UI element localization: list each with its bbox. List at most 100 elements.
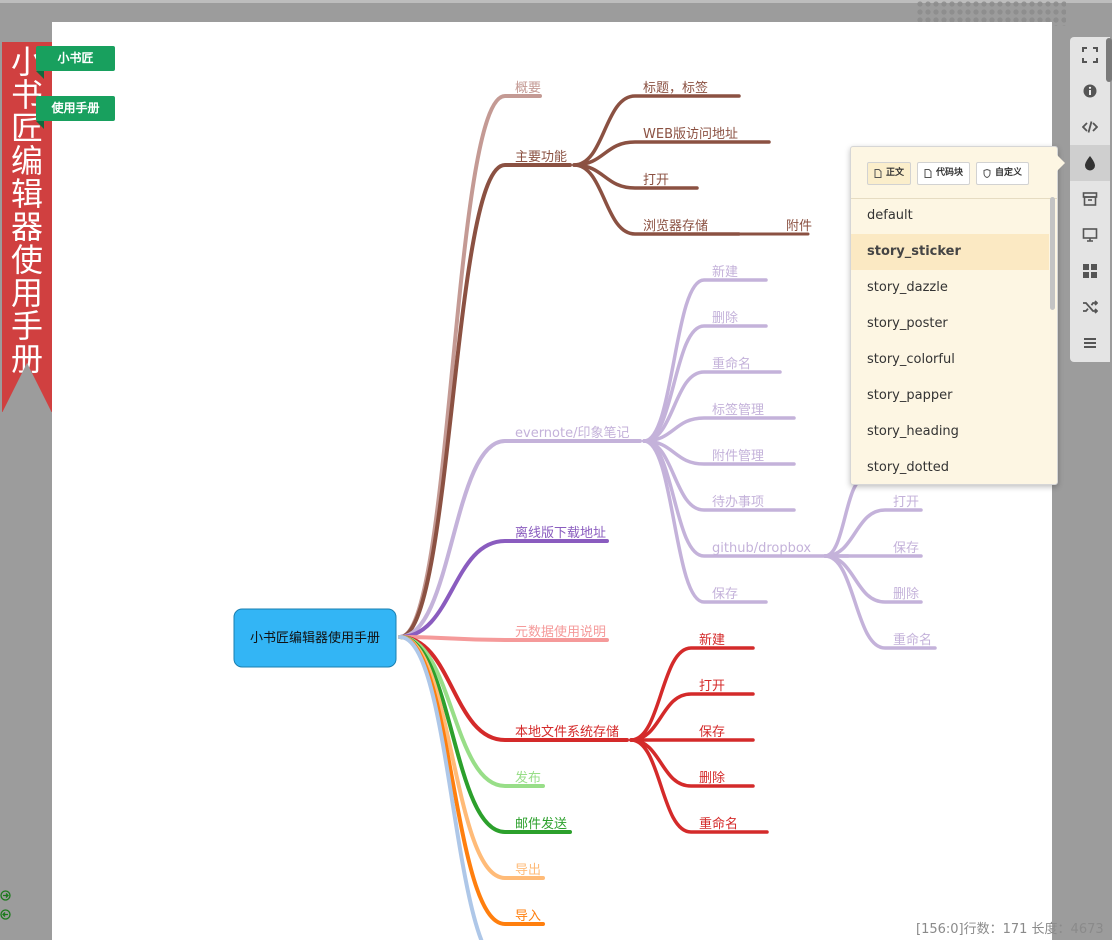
fullscreen-button[interactable] [1070,37,1110,73]
branch-label[interactable]: 离线版下载地址 [515,525,606,541]
grandchild-label[interactable]: 删除 [893,587,919,602]
menu-button[interactable] [1070,325,1110,361]
child-label[interactable]: 保存 [699,725,725,740]
tab-custom[interactable]: 自定义 [976,162,1030,185]
child-label[interactable]: 标签管理 [712,402,764,418]
child-label[interactable]: 打开 [643,173,669,188]
theme-item-selected[interactable]: story_sticker [851,234,1049,270]
branch-label[interactable]: 元数据使用说明 [515,624,606,640]
branch-label[interactable]: 本地文件系统存储 [515,725,619,740]
theme-drop-icon [1085,156,1095,171]
theme-item[interactable]: default [867,208,913,223]
panel-scrollbar[interactable] [1050,197,1055,310]
child-line [642,416,796,443]
shuffle-button[interactable] [1070,289,1110,325]
child-label[interactable]: 重命名 [712,356,751,372]
theme-item[interactable]: story_heading [867,424,959,439]
grandchild-label[interactable]: 附件 [786,219,812,234]
grandchild-label[interactable]: 打开 [893,495,919,510]
child-label[interactable]: 保存 [712,587,738,602]
branch-label[interactable]: 主要功能 [515,150,567,165]
root-label[interactable]: 小书匠编辑器使用手册 [250,630,380,646]
child-label[interactable]: WEB版访问地址 [643,127,738,142]
child-line [629,646,755,742]
panel-divider [851,198,1057,199]
theme-list: default story_sticker story_dazzle story… [851,198,1049,486]
right-toolbar [1070,37,1110,362]
child-line [572,94,741,167]
child-label[interactable]: 附件管理 [712,449,764,464]
theme-tabs: 正文 代码块 自定义 [867,162,1030,185]
branch-line [398,439,642,639]
tab-body-text[interactable]: 正文 [867,162,912,185]
theme-button[interactable] [1070,145,1110,181]
file-icon [874,169,882,178]
child-label[interactable]: github/dropbox [712,541,811,556]
shuffle-icon [1083,300,1098,314]
tag-manual[interactable]: 使用手册 [36,96,115,129]
root-node[interactable] [233,608,397,668]
info-icon [1083,84,1097,98]
monitor-button[interactable] [1070,217,1110,253]
child-label[interactable]: 重命名 [699,816,738,832]
info-button[interactable] [1070,73,1110,109]
child-line [642,324,768,443]
code-button[interactable] [1070,109,1110,145]
branch-line [398,94,542,639]
child-line [572,163,741,236]
child-label[interactable]: 标题，标签 [643,80,708,96]
dot-pattern [916,0,1066,26]
theme-item[interactable]: story_dazzle [867,280,948,295]
tab-code-block[interactable]: 代码块 [917,162,971,185]
top-strip [0,0,1112,3]
branch-label[interactable]: 导入 [515,909,541,924]
grandchild-line [823,508,923,558]
grandchild-label[interactable]: 重命名 [893,632,932,648]
branch-line [398,635,609,642]
branch-label[interactable]: 导出 [515,863,541,878]
child-label[interactable]: 打开 [699,679,725,694]
child-line [629,738,769,834]
grid-button[interactable] [1070,253,1110,289]
file-icon [924,169,932,178]
archive-button[interactable] [1070,181,1110,217]
fullscreen-icon [1082,47,1098,63]
grid-icon [1083,264,1097,278]
child-label[interactable]: 浏览器存储 [643,218,708,234]
child-label[interactable]: 待办事项 [712,495,764,510]
child-label[interactable]: 删除 [712,311,738,326]
branch-line [398,635,484,940]
branch-label[interactable]: 概要 [515,81,541,96]
child-line [572,140,771,167]
menu-icon [1084,338,1096,348]
child-label[interactable]: 删除 [699,771,725,786]
window-scrollbar[interactable] [1106,38,1112,82]
left-mini-icons [0,890,11,928]
branch-line [398,539,609,639]
monitor-icon [1082,228,1098,242]
grandchild-line [823,554,937,650]
child-label[interactable]: 新建 [699,632,725,648]
child-line [629,692,755,742]
archive-icon [1082,192,1098,206]
theme-panel: 正文 代码块 自定义 default story_sticker story_d… [850,146,1065,486]
child-line [629,738,755,788]
theme-item[interactable]: story_poster [867,316,948,331]
tag-xiaoshujiang[interactable]: 小书匠 [36,46,115,79]
child-label[interactable]: 新建 [712,264,738,280]
shield-icon [983,169,991,178]
theme-item[interactable]: story_dotted [867,460,950,475]
branch-label[interactable]: 发布 [515,770,541,786]
branch-label[interactable]: evernote/印象笔记 [515,425,629,441]
code-icon [1082,121,1098,133]
branch-label[interactable]: 邮件发送 [515,816,567,832]
grandchild-label[interactable]: 保存 [893,541,919,556]
expand-right-icon[interactable] [0,890,11,901]
branch-line [398,163,572,639]
status-bar: [156:0]行数：171 长度：4673 [916,922,1104,937]
expand-left-icon[interactable] [0,909,11,920]
child-line [642,439,768,604]
theme-item[interactable]: story_papper [867,388,953,403]
theme-item[interactable]: story_colorful [867,352,955,367]
